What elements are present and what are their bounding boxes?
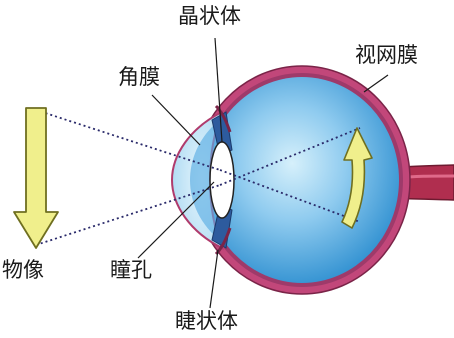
label-pupil: 瞳孔	[110, 260, 152, 281]
label-object-image: 物像	[2, 260, 44, 281]
object-arrow	[14, 108, 58, 248]
label-cornea: 角膜	[118, 67, 160, 88]
label-retina: 视网膜	[355, 45, 418, 66]
label-lens: 晶状体	[178, 6, 241, 27]
leader-ciliary	[210, 250, 218, 308]
leader-retina	[364, 75, 388, 92]
label-ciliary-body: 睫状体	[175, 311, 238, 332]
